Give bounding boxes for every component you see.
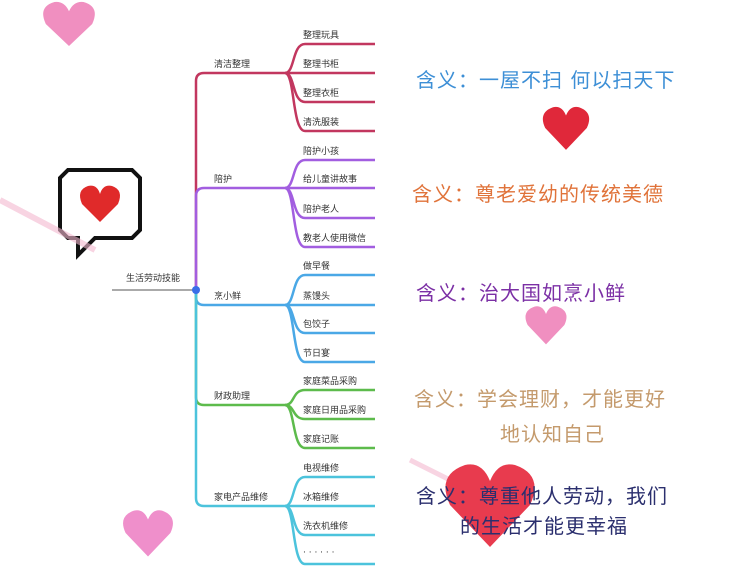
category-branch <box>194 71 285 290</box>
leaf-label: 清洗服装 <box>303 118 340 128</box>
leaf-label: 洗衣机维修 <box>303 522 349 532</box>
leaf-label: 家庭记账 <box>303 435 340 445</box>
category-label: 家电产品维修 <box>214 493 269 503</box>
category-label: 陪护 <box>214 175 233 185</box>
leaf-label: 陪护老人 <box>303 205 340 215</box>
pink-heart-icon <box>525 306 567 345</box>
red-heart-icon <box>445 464 535 547</box>
leaf-label: 整理书柜 <box>303 60 340 70</box>
leaf-label: 节日宴 <box>303 349 331 359</box>
category-branch <box>194 290 285 508</box>
category-branch <box>194 290 285 407</box>
meaning-2: 含义：尊老爱幼的传统美德 <box>412 182 664 206</box>
leaf-label: 整理玩具 <box>303 31 340 41</box>
leaf-label: 包饺子 <box>303 320 331 330</box>
leaf-branch <box>284 303 375 364</box>
leaf-label: 蒸馒头 <box>303 292 331 302</box>
meaning-5-cont: 的生活才能更幸福 <box>460 514 628 538</box>
root-label: 生活劳动技能 <box>126 274 181 284</box>
category-label: 财政助理 <box>214 392 251 402</box>
leaf-branch <box>284 403 375 450</box>
red-heart-icon <box>542 106 590 150</box>
pink-heart-icon <box>43 1 95 47</box>
leaf-label: 做早餐 <box>303 262 331 272</box>
category-label: 清洁整理 <box>214 60 251 70</box>
meaning-3: 含义：治大国如烹小鲜 <box>416 281 626 305</box>
category-label: 烹小鲜 <box>214 292 242 302</box>
pink-heart-icon <box>123 510 173 557</box>
leaf-label: 家庭日用品采购 <box>303 406 367 416</box>
meaning-5: 含义：尊重他人劳动，我们 <box>416 484 668 508</box>
leaf-label: 给儿童讲故事 <box>303 175 358 185</box>
leaf-label: 家庭菜品采购 <box>303 377 358 387</box>
pixel-heart-bubble-icon <box>58 168 142 260</box>
leaf-label: 陪护小孩 <box>303 147 340 157</box>
leaf-branch <box>284 186 375 249</box>
leaf-label: 整理衣柜 <box>303 89 340 99</box>
sparkle-streak <box>0 197 97 253</box>
meaning-4: 含义：学会理财，才能更好 <box>414 387 666 411</box>
leaf-label: 教老人使用微信 <box>303 234 367 244</box>
root-node <box>192 286 200 294</box>
leaf-label: 电视维修 <box>303 464 340 474</box>
category-branch <box>194 186 285 290</box>
meaning-1: 含义：一屋不扫 何以扫天下 <box>416 68 676 92</box>
leaf-branch <box>284 504 375 566</box>
leaf-label: 冰箱维修 <box>303 493 340 503</box>
leaf-branch <box>284 71 375 133</box>
leaf-label: · · · · · · <box>303 548 335 558</box>
meaning-4-cont: 地认知自己 <box>500 422 605 446</box>
